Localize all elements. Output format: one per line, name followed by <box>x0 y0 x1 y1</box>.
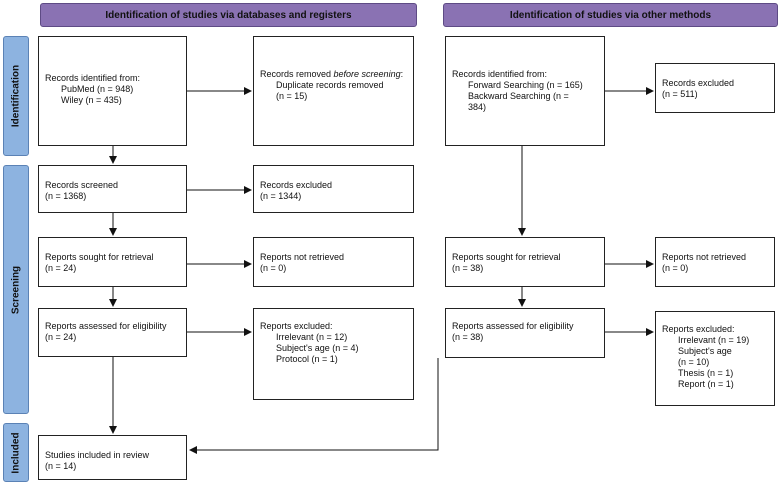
db-excluded-title: Records excluded <box>260 180 333 190</box>
phase-screening: Screening <box>3 165 29 414</box>
other-identified-line: Forward Searching (n = 165) <box>468 80 583 90</box>
db-identified-title: Records identified from: <box>45 73 141 83</box>
header-other-label: Identification of studies via other meth… <box>509 9 712 21</box>
box-db-records-removed: Records removed before screening: Duplic… <box>253 36 414 146</box>
arrow-other-assessed-to-included <box>189 358 439 454</box>
other-not-retrieved-n: (n = 0) <box>662 263 689 273</box>
db-reports-excluded-line: Protocol (n = 1) <box>276 354 338 364</box>
other-identified-title: Records identified from: <box>452 69 548 79</box>
db-assessed-n: (n = 24) <box>45 332 77 342</box>
other-excluded-title: Records excluded <box>662 78 735 88</box>
db-removed-title-em: before screening <box>333 69 401 79</box>
included-title: Studies included in review <box>45 450 150 460</box>
phase-identification: Identification <box>3 36 29 156</box>
other-reports-excluded-line: Thesis (n = 1) <box>678 368 734 378</box>
other-sought-n: (n = 38) <box>452 263 484 273</box>
other-identified-line: Backward Searching (n = <box>468 91 569 101</box>
other-reports-excluded-line: Report (n = 1) <box>678 379 734 389</box>
box-db-records-screened: Records screened (n = 1368) <box>38 165 187 213</box>
db-removed-line: Duplicate records removed <box>276 80 384 90</box>
db-removed-title-b: : <box>400 69 404 79</box>
db-removed-line: (n = 15) <box>276 91 308 101</box>
other-reports-excluded-line: (n = 10) <box>678 357 710 367</box>
included-n: (n = 14) <box>45 461 77 471</box>
db-excluded-n: (n = 1344) <box>260 191 302 201</box>
db-reports-excluded-title: Reports excluded: <box>260 321 333 331</box>
db-not-retrieved-title: Reports not retrieved <box>260 252 345 262</box>
db-sought-n: (n = 24) <box>45 263 77 273</box>
box-other-reports-assessed: Reports assessed for eligibility (n = 38… <box>445 308 605 358</box>
db-sought-title: Reports sought for retrieval <box>45 252 154 262</box>
box-db-reports-sought: Reports sought for retrieval (n = 24) <box>38 237 187 287</box>
box-other-reports-excluded: Reports excluded: Irrelevant (n = 19) Su… <box>655 311 775 406</box>
box-other-records-identified: Records identified from: Forward Searchi… <box>445 36 605 146</box>
db-removed-title-a: Records removed <box>260 69 334 79</box>
header-databases-label: Identification of studies via databases … <box>105 9 352 21</box>
db-assessed-title: Reports assessed for eligibility <box>45 321 167 331</box>
box-db-reports-assessed: Reports assessed for eligibility (n = 24… <box>38 308 187 357</box>
db-removed-title: Records removed before screening: <box>260 69 407 80</box>
box-db-reports-excluded: Reports excluded: Irrelevant (n = 12) Su… <box>253 308 414 400</box>
box-db-records-excluded: Records excluded (n = 1344) <box>253 165 414 213</box>
box-studies-included: Studies included in review (n = 14) <box>38 435 187 480</box>
db-identified-line: Wiley (n = 435) <box>61 95 122 105</box>
other-not-retrieved-title: Reports not retrieved <box>662 252 747 262</box>
other-excluded-n: (n = 511) <box>662 89 698 99</box>
db-identified-line: PubMed (n = 948) <box>61 84 134 94</box>
box-other-reports-sought: Reports sought for retrieval (n = 38) <box>445 237 605 287</box>
db-reports-excluded-line: Irrelevant (n = 12) <box>276 332 348 342</box>
other-reports-excluded-line: Irrelevant (n = 19) <box>678 335 750 345</box>
other-identified-line: 384) <box>468 102 487 112</box>
other-reports-excluded-title: Reports excluded: <box>662 324 735 334</box>
box-other-records-excluded: Records excluded (n = 511) <box>655 63 775 113</box>
other-reports-excluded-line: Subject's age <box>678 346 732 356</box>
other-assessed-n: (n = 38) <box>452 332 484 342</box>
db-screened-title: Records screened <box>45 180 119 190</box>
other-sought-title: Reports sought for retrieval <box>452 252 561 262</box>
header-databases: Identification of studies via databases … <box>40 3 417 27</box>
header-other-methods: Identification of studies via other meth… <box>443 3 778 27</box>
box-db-records-identified: Records identified from: PubMed (n = 948… <box>38 36 187 146</box>
db-not-retrieved-n: (n = 0) <box>260 263 287 273</box>
box-other-reports-not-retrieved: Reports not retrieved (n = 0) <box>655 237 775 287</box>
db-screened-n: (n = 1368) <box>45 191 87 201</box>
other-assessed-title: Reports assessed for eligibility <box>452 321 574 331</box>
db-reports-excluded-line: Subject's age (n = 4) <box>276 343 359 353</box>
box-db-reports-not-retrieved: Reports not retrieved (n = 0) <box>253 237 414 287</box>
phase-included: Included <box>3 423 29 482</box>
